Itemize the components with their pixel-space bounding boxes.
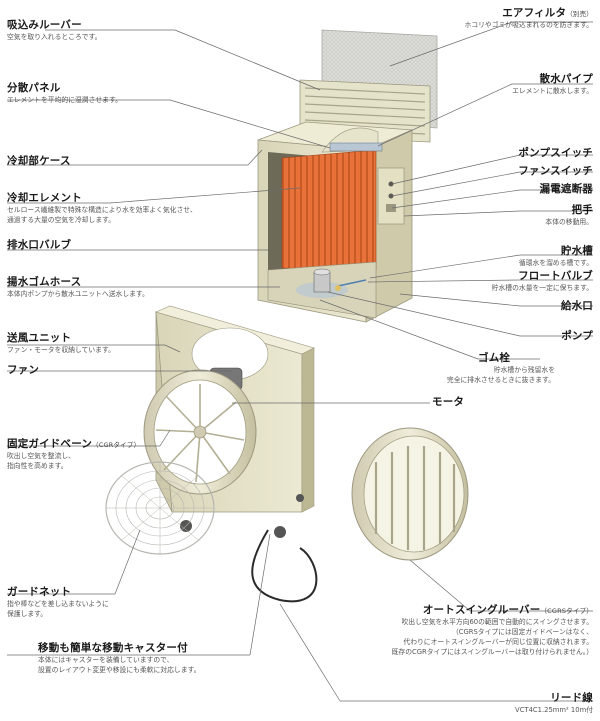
label-fixed-guide-vane: 固定ガイドベーン（CGRタイプ） 吹出し空気を整流し、 指向性を高めます。 [7,436,140,471]
label-lead-wire: リード線 VCT4C1.25mm² 10m付 [515,690,593,715]
air-filter-desc: ホコリやゴミが吸込まれるのを防ぎます。 [464,21,593,29]
fixed-guide-vane-desc-1: 吹出し空気を整流し、 [7,452,75,460]
drain-hose-desc: 本体内ポンプから散水ユニットへ送水します。 [7,290,149,298]
fan-ring [143,369,257,495]
label-drain-valve: 排水口バルブ [7,237,71,252]
blower-unit-title: 送風ユニット [7,332,72,344]
drain-hose-title: 揚水ゴムホース [7,276,82,288]
cooling-element-desc-1: セルロース繊維製で特殊な構造により水を効率よく気化させ、 [7,206,197,214]
label-caster: 移動も簡単な移動キャスター付 本体にはキャスターを装備していますので、 設置のレ… [38,640,200,675]
auto-swing-louver-desc-4: 既存のCGRタイプにはスイングルーバーは取り付けられません。） [391,648,593,656]
auto-swing-louver-title: オートスイングルーバー [422,604,541,616]
label-water-tank: 貯水槽 循環水を溜める槽です。 [519,243,593,268]
rubber-plug-title: ゴム栓 [478,352,511,364]
label-water-inlet: 給水口 [561,298,593,313]
pump-title: ポンプ [561,330,593,342]
breaker-title: 漏電遮断器 [539,183,593,195]
water-tank-title: 貯水槽 [560,245,593,257]
air-filter-title: エアフィルタ [502,7,567,19]
auto-swing-louver-note: （CGRSタイプ） [540,607,593,615]
intake-louver-title: 吸込みルーバー [7,19,82,31]
label-blower-unit: 送風ユニット ファン・モータを収納しています。 [7,330,115,355]
rubber-plug-desc-2: 完全に排水させるときに抜きます。 [446,376,555,384]
lead-wire-desc: VCT4C1.25mm² 10m付 [515,706,593,714]
label-pump: ポンプ [561,328,593,343]
float-valve-title: フロートバルブ [518,270,593,282]
lead-wire [251,529,318,603]
guard-net-desc-2: 保護します。 [7,610,48,618]
handle-desc: 本体の移動用。 [545,218,593,226]
cooling-case-title: 冷却部ケース [7,155,71,167]
cooling-element-desc-2: 通過する大量の空気を冷却します。 [7,216,116,224]
air-filter-note: （別売） [566,10,593,18]
guard-net [105,461,215,555]
auto-swing-louver-desc-3: 代わりにオートスイングルーバーが同じ位置に収納されます。 [403,638,593,646]
auto-swing-louver-desc-1: 吹出し空気を水平方向60の範囲で自動的にスイングさせます。 [401,618,593,626]
handle-title: 把手 [571,204,593,216]
fan-switch-title: ファンスイッチ [518,165,593,177]
caster-desc-2: 設置のレイアウト変更や移設にも柔軟に対応します。 [38,666,201,674]
leader-lines [7,21,593,702]
fixed-guide-vane-note: （CGRタイプ） [92,441,141,449]
blower-unit-desc: ファン・モータを収納しています。 [7,346,115,354]
label-intake-louver: 吸込みルーバー 空気を取り入れるところです。 [7,17,101,42]
dispersion-panel-title: 分散パネル [7,82,61,94]
spray-pipe-title: 散水パイプ [539,73,593,85]
fixed-guide-vane-title: 固定ガイドベーン [7,438,93,450]
label-float-valve: フロートバルブ 貯水槽の水量を一定に保ちます。 [492,268,593,293]
label-motor: モータ [432,394,464,409]
fixed-guide-vane-desc-2: 指向性を高めます。 [7,462,68,470]
lead-wire-title: リード線 [550,692,593,704]
fan-title: ファン [7,364,40,376]
label-drain-hose: 揚水ゴムホース 本体内ポンプから散水ユニットへ送水します。 [7,274,149,299]
water-inlet-title: 給水口 [560,300,593,312]
label-spray-pipe: 散水パイプ エレメントに散水します。 [512,71,593,96]
label-air-filter: エアフィルタ（別売） ホコリやゴミが吸込まれるのを防ぎます。 [465,5,593,30]
label-guard-net: ガードネット 指や棒などを差し込まないように 保護します。 [7,584,109,619]
label-pump-switch: ポンプスイッチ [518,145,593,160]
auto-swing-louver [351,427,469,561]
label-rubber-plug: ゴム栓 [478,350,510,365]
label-auto-swing-louver: オートスイングルーバー（CGRSタイプ） 吹出し空気を水平方向60の範囲で自動的… [392,602,593,657]
dispersion-panel-desc: エレメントを平均的に湿潤させます。 [7,96,122,104]
motor-title: モータ [432,396,465,408]
intake-louver-desc: 空気を取り入れるところです。 [7,33,102,41]
label-dispersion-panel: 分散パネル エレメントを平均的に湿潤させます。 [7,80,122,105]
drain-valve-title: 排水口バルブ [7,239,72,251]
label-breaker: 漏電遮断器 [540,181,594,196]
float-valve-desc: 貯水槽の水量を一定に保ちます。 [491,284,593,292]
auto-swing-louver-desc-2: （CGRSタイプには固定ガイドベーンはなく、 [451,628,593,636]
caster-title: 移動も簡単な移動キャスター付 [38,642,188,654]
label-cooling-case: 冷却部ケース [7,153,71,168]
label-cooling-element: 冷却エレメント セルロース繊維製で特殊な構造により水を効率よく気化させ、 通過す… [7,190,197,225]
caster-desc-1: 本体にはキャスターを装備していますので、 [38,656,174,664]
guard-net-title: ガードネット [7,586,72,598]
guard-net-desc-1: 指や棒などを差し込まないように [7,600,109,608]
cooling-case-body [257,121,413,323]
rubber-plug-desc-1: 貯水槽から残留水を [493,366,555,374]
spray-pipe-desc: エレメントに散水します。 [512,87,593,95]
label-handle: 把手 本体の移動用。 [545,202,593,227]
label-fan-switch: ファンスイッチ [518,163,593,178]
pump-switch-title: ポンプスイッチ [518,147,593,159]
label-fan: ファン [7,362,39,377]
cooling-element-title: 冷却エレメント [7,192,82,204]
water-tank-desc: 循環水を溜める槽です。 [518,259,593,267]
label-rubber-plug-desc: 貯水槽から残留水を 完全に排水させるときに抜きます。 [447,365,555,385]
